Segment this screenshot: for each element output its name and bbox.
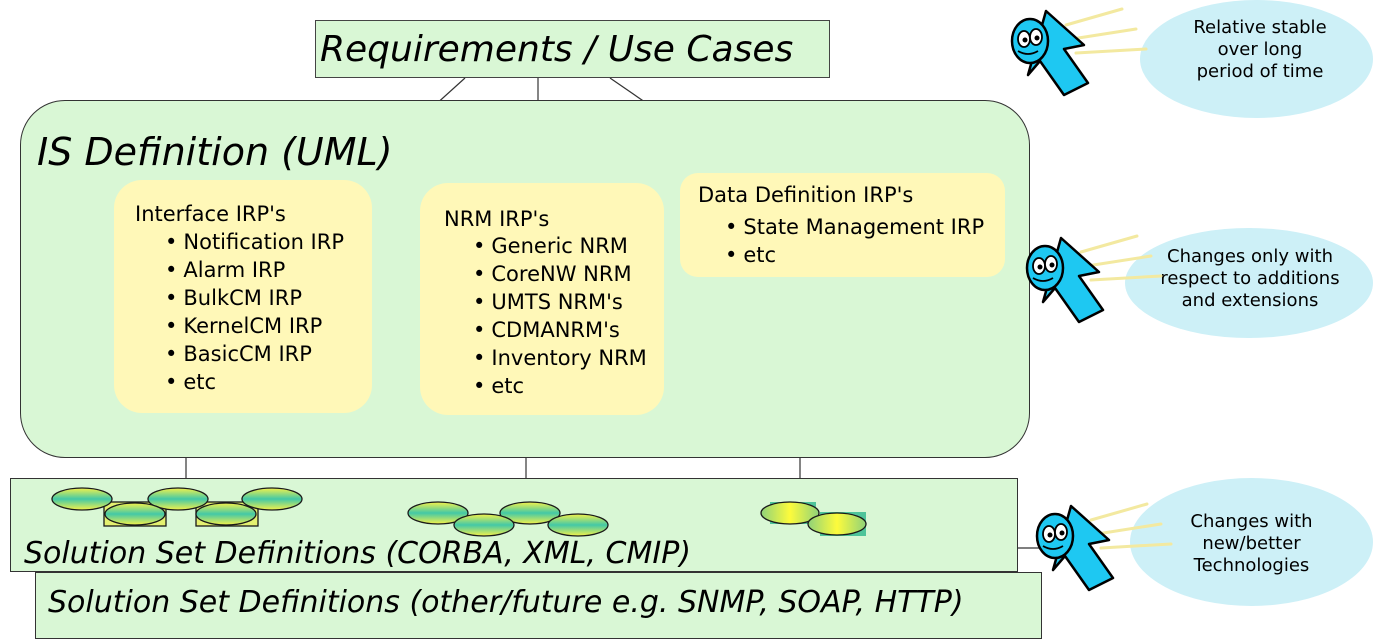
note-line: Relative stable <box>1193 17 1327 38</box>
stable-note: Relative stable over long period of time <box>1140 0 1373 118</box>
data-definition-irps-box: Data Definition IRP's State Management I… <box>680 173 1005 277</box>
list-item: etc <box>725 241 984 269</box>
list-item: Notification IRP <box>165 228 344 256</box>
additions-note: Changes only with respect to additions a… <box>1125 228 1373 338</box>
note-line: respect to additions <box>1160 268 1340 289</box>
requirements-box: Requirements / Use Cases <box>315 20 830 78</box>
interface-irps-heading: Interface IRP's <box>135 202 286 226</box>
list-item: BulkCM IRP <box>165 284 344 312</box>
list-item: State Management IRP <box>725 213 984 241</box>
list-item: BasicCM IRP <box>165 340 344 368</box>
note-line: period of time <box>1196 61 1324 82</box>
list-item: CDMANRM's <box>473 316 647 344</box>
note-line: Changes with <box>1190 511 1313 532</box>
nrm-irps-box: NRM IRP's Generic NRM CoreNW NRM UMTS NR… <box>420 183 664 415</box>
note-line: over long <box>1217 39 1303 60</box>
data-definition-irps-list: State Management IRP etc <box>725 213 984 269</box>
list-item: etc <box>165 368 344 396</box>
is-definition-title: IS Definition (UML) <box>37 130 393 174</box>
list-item: etc <box>473 372 647 400</box>
note-line: Changes only with <box>1167 246 1333 267</box>
nrm-irps-list: Generic NRM CoreNW NRM UMTS NRM's CDMANR… <box>473 232 647 400</box>
arrow-face-icon <box>1010 7 1148 97</box>
note-line: and extensions <box>1181 290 1319 311</box>
technologies-note: Changes with new/better Technologies <box>1130 478 1373 606</box>
solution-sets-box: Solution Set Definitions (CORBA, XML, CM… <box>10 478 1018 572</box>
arrow-face-icon <box>1035 502 1173 592</box>
solution-sets-title: Solution Set Definitions (CORBA, XML, CM… <box>24 536 692 571</box>
arrow-face-icon <box>1025 234 1163 324</box>
note-line: Technologies <box>1193 555 1310 576</box>
data-definition-irps-heading: Data Definition IRP's <box>698 183 914 207</box>
list-item: Generic NRM <box>473 232 647 260</box>
list-item: Alarm IRP <box>165 256 344 284</box>
note-line: new/better <box>1202 533 1301 554</box>
interface-irps-list: Notification IRP Alarm IRP BulkCM IRP Ke… <box>165 228 344 396</box>
requirements-title: Requirements / Use Cases <box>320 29 794 70</box>
list-item: Inventory NRM <box>473 344 646 372</box>
interface-irps-box: Interface IRP's Notification IRP Alarm I… <box>114 180 372 413</box>
nrm-irps-heading: NRM IRP's <box>444 207 550 231</box>
list-item: UMTS NRM's <box>473 288 647 316</box>
future-solution-sets-title: Solution Set Definitions (other/future e… <box>48 585 964 620</box>
list-item: KernelCM IRP <box>165 312 344 340</box>
future-solution-sets-box: Solution Set Definitions (other/future e… <box>35 572 1042 639</box>
list-item: CoreNW NRM <box>473 260 647 288</box>
